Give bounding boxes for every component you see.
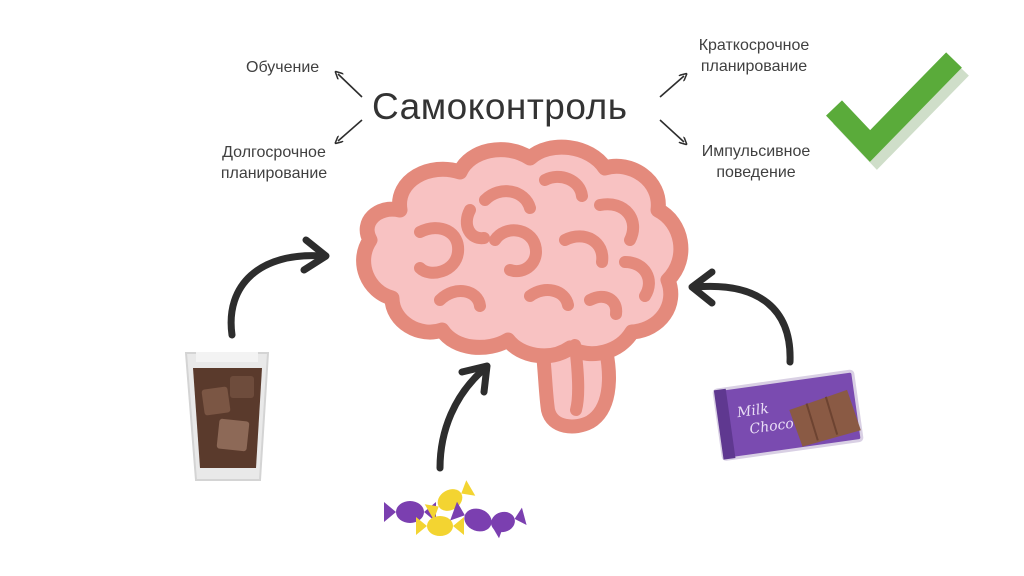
arrow-to-learning [338, 74, 363, 98]
diagram-title: Самоконтроль [372, 86, 628, 127]
label-long-term-planning: Долгосрочное планирование [208, 142, 340, 184]
arrow-candies-to-brain [436, 366, 487, 472]
brain-icon [356, 139, 689, 434]
label-impulsive-line1: Импульсивное [701, 143, 811, 160]
arrow-to-short-term [659, 76, 684, 98]
arrow-to-long-term [338, 119, 363, 141]
arrow-to-impulsive [659, 119, 684, 142]
label-short-term-line2: планирование [700, 58, 808, 75]
label-short-term-line1: Краткосрочное [698, 37, 810, 54]
chocolate-label-line1: Milk [735, 401, 770, 421]
arrow-cola-to-brain [227, 252, 326, 339]
label-long-term-line1: Долгосрочное [222, 144, 326, 161]
arrow-chocolate-to-brain [692, 282, 794, 366]
chocolate-label-line2: Choco [749, 416, 795, 438]
curved-arrows [227, 236, 794, 472]
label-impulsive-behavior: Импульсивное поведение [688, 141, 824, 183]
label-long-term-line2: планирование [220, 165, 328, 182]
label-learning: Обучение [246, 57, 319, 78]
cola-glass-icon [184, 352, 270, 481]
check-icon [826, 52, 969, 170]
candies-icon [384, 480, 527, 539]
label-learning-text: Обучение [246, 59, 320, 76]
label-short-term-planning: Краткосрочное планирование [682, 35, 826, 77]
small-arrows [338, 74, 684, 142]
label-impulsive-line2: поведение [716, 164, 796, 181]
chocolate-bar-icon: Milk Choco [712, 369, 864, 461]
